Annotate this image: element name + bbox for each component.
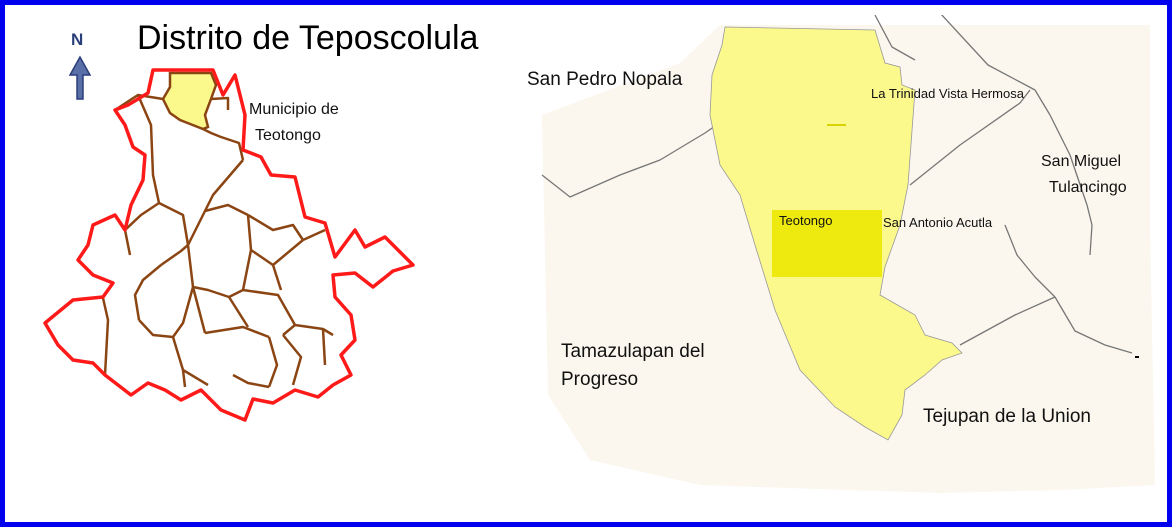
label-san-miguel-line2: Tulancingo bbox=[1049, 179, 1127, 196]
municipal-boundaries bbox=[101, 93, 334, 389]
north-arrow-icon bbox=[68, 55, 92, 100]
label-san-miguel-line1: San Miguel bbox=[1041, 153, 1122, 170]
detail-map bbox=[541, 15, 1155, 493]
district-map bbox=[43, 68, 415, 422]
teotongo-seat-area bbox=[772, 210, 882, 277]
label-tamazulapan-line2: Progreso bbox=[561, 369, 639, 390]
label-san-antonio-acutla: San Antonio Acutla bbox=[883, 215, 993, 230]
district-outline bbox=[43, 68, 415, 422]
map-title: Distrito de Teposcolula bbox=[137, 19, 479, 57]
municipio-label-line2: Teotongo bbox=[255, 127, 321, 144]
north-letter: N bbox=[71, 30, 84, 49]
label-teotongo-seat: Teotongo bbox=[779, 213, 833, 228]
label-tamazulapan-line1: Tamazulapan del bbox=[561, 341, 705, 362]
label-tejupan: Tejupan de la Union bbox=[923, 406, 1091, 427]
label-la-trinidad: La Trinidad Vista Hermosa bbox=[871, 86, 1024, 101]
label-san-pedro-nopala: San Pedro Nopala bbox=[527, 69, 683, 90]
teotongo-municipality-shape bbox=[161, 71, 218, 131]
municipio-label-line1: Municipio de bbox=[249, 101, 339, 118]
neighbor-boundaries bbox=[541, 15, 1133, 354]
